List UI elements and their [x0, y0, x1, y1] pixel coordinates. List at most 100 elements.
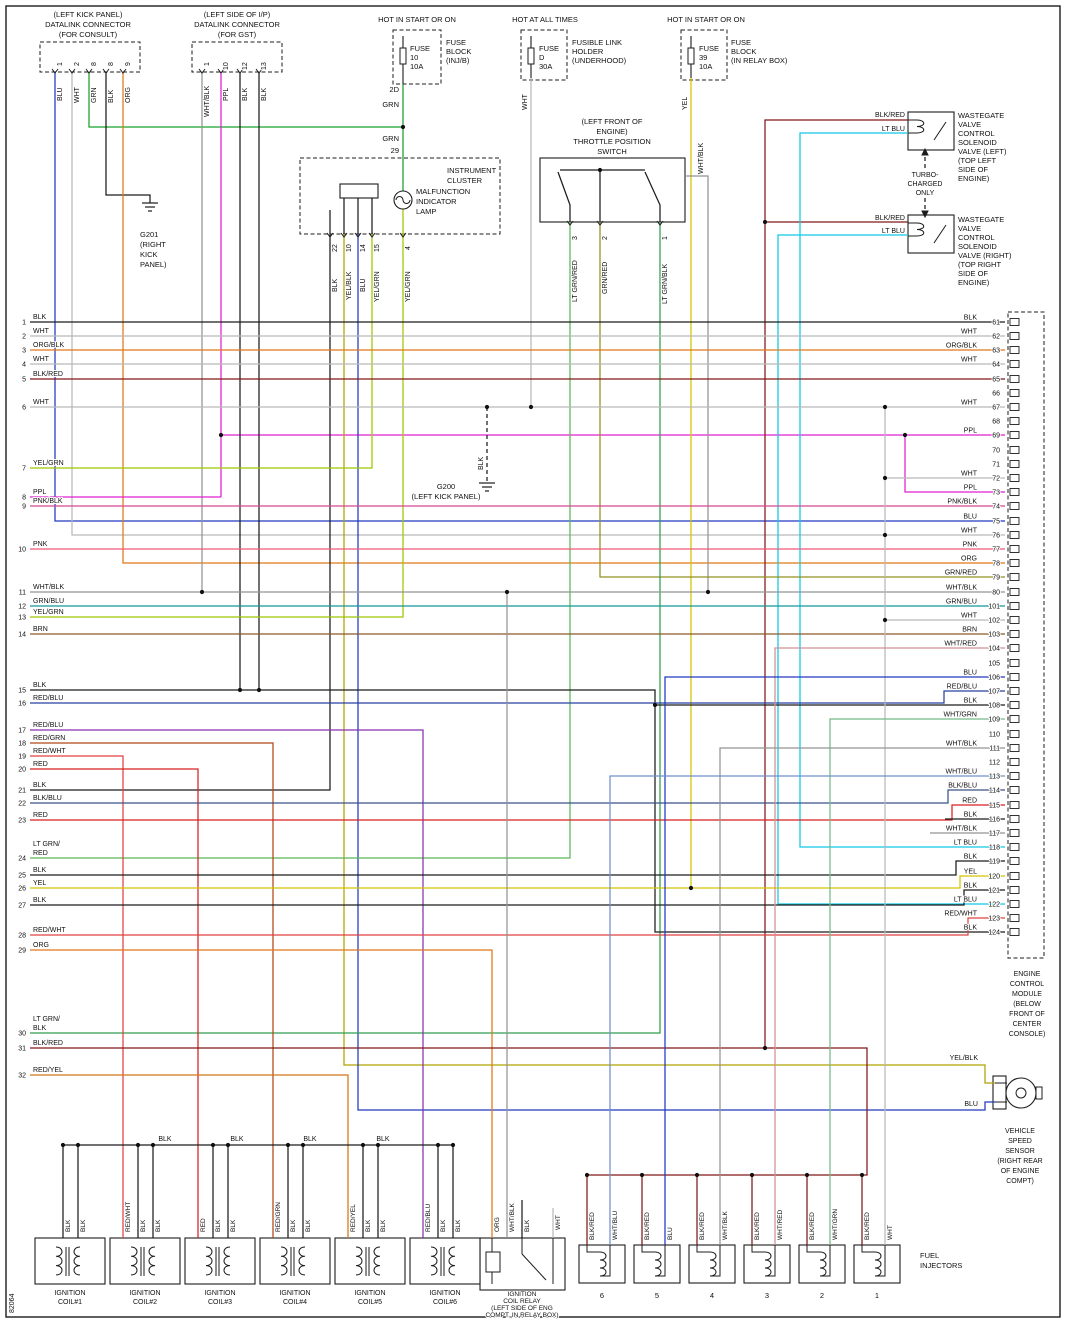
solenoid-icon [933, 121, 947, 141]
pin-number: 15 [18, 688, 26, 695]
diagram-label: OF ENGINE [1001, 1168, 1040, 1175]
ecm-pin-number: 109 [988, 717, 1000, 724]
wire-color-label: RED [33, 850, 48, 857]
diagram-label: WHT [555, 1215, 562, 1230]
wire-color-label: WHT/BLK [946, 741, 977, 748]
junction-dot [237, 687, 243, 693]
connector-chevron [354, 232, 362, 238]
ecm-pin-number: 101 [988, 604, 1000, 611]
diagram-label: IGNITION [354, 1290, 385, 1297]
diagram-label: FRONT OF [1009, 1011, 1045, 1018]
wire-color-label: RED/GRN [33, 735, 65, 742]
diagram-label: BLK [305, 1219, 312, 1232]
ecm-pin-number: 78 [992, 561, 1000, 568]
ecm-pin [1009, 857, 1020, 865]
wire-color-label: BLK [964, 812, 978, 819]
wire-color-label: BLK [33, 897, 47, 904]
fuse-icon [687, 47, 695, 65]
junction-dot [859, 1172, 865, 1178]
wire-color-label: WHT [33, 328, 50, 335]
wire-color-label: GRN/BLU [33, 598, 64, 605]
wire-color-label: WHT [961, 357, 978, 364]
diagram-label: BLK/RED [699, 1212, 706, 1240]
ignition-coil-icon [223, 1246, 231, 1276]
ecm-pin [1009, 346, 1020, 354]
component-box [109, 1237, 181, 1285]
ecm-pin-number: 111 [989, 746, 1000, 753]
wire [777, 234, 1005, 905]
junction-dot [218, 432, 224, 438]
diagram-label: CENTER [1013, 1021, 1042, 1028]
ecm-pin-number: 72 [992, 476, 1000, 483]
diagram-label: VALVE (LEFT) [958, 147, 1007, 156]
component-box [39, 41, 141, 73]
junction-dot [528, 404, 534, 410]
wire [557, 171, 571, 222]
wire [30, 729, 424, 1238]
ecm-pin [1009, 488, 1020, 496]
diagram-label: 30A [539, 62, 552, 71]
junction-dot [504, 589, 510, 595]
diagram-label: THROTTLE POSITION [573, 137, 651, 146]
wire-color-label: YEL/GRN [33, 609, 64, 616]
diagram-label: WHT/BLK [698, 143, 705, 174]
ecm-pin-number: 116 [989, 817, 1000, 824]
diagram-label: (RIGHT REAR [997, 1158, 1042, 1165]
ignition-coil-icon [298, 1246, 306, 1276]
wire-color-label: YEL/GRN [33, 460, 64, 467]
diagram-label: 2 [74, 62, 81, 66]
ecm-pin-number: 102 [988, 618, 1000, 625]
wire-color-label: ORG/BLK [33, 342, 64, 349]
diagram-label: FUSE [699, 44, 719, 53]
vehicle-speed-sensor-icon [1035, 1086, 1043, 1100]
connector-chevron [326, 232, 334, 238]
component-box [191, 41, 283, 73]
component-box [680, 29, 728, 81]
pin-number: 16 [18, 701, 26, 708]
wire [30, 234, 331, 791]
diagram-label: FUSE [446, 38, 466, 47]
diagram-label: RED/WHT [125, 1202, 132, 1232]
diagram-label: BLK [290, 1219, 297, 1232]
pin-number: 18 [18, 741, 26, 748]
diagram-label: G201 [140, 230, 158, 239]
ecm-pin-number: 113 [989, 774, 1000, 781]
connector-chevron [368, 232, 376, 238]
pin-number: 31 [18, 1046, 26, 1053]
ecm-pin [1009, 474, 1020, 482]
ecm-pin [1009, 531, 1020, 539]
diagram-label: FUSE [410, 44, 430, 53]
ecm-pin [1009, 758, 1020, 766]
diagram-label: SOLENOID [958, 242, 997, 251]
wire-color-label: BLK [33, 1025, 47, 1032]
junction-dot [882, 475, 888, 481]
wire [30, 689, 1005, 933]
diagram-label: BLK [261, 87, 268, 101]
wire-color-label: GRN/RED [945, 570, 977, 577]
connector-chevron [119, 68, 127, 74]
wire-color-label: PPL [964, 428, 977, 435]
diagram-label: BLK/RED [644, 1212, 651, 1240]
ecm-pin-number: 61 [992, 320, 1000, 327]
ecm-pin [1009, 914, 1020, 922]
diagram-label: (RIGHT [140, 240, 166, 249]
diagram-label: BLK [65, 1219, 72, 1232]
diagram-label: WHT [522, 93, 529, 110]
diagram-label: 10A [410, 62, 423, 71]
diagram-label: 22 [332, 244, 339, 252]
injector-icon [599, 1251, 607, 1277]
wire-color-label: BLK [964, 925, 978, 932]
diagram-label: (LEFT SIDE OF ENG [491, 1305, 553, 1312]
junction-dot [199, 589, 205, 595]
junction-dot [694, 1172, 700, 1178]
ecm-pin-number: 74 [992, 504, 1000, 511]
ignition-coil-icon [448, 1246, 456, 1276]
ecm-pin-number: 67 [992, 405, 1000, 412]
ecm-pin [1009, 900, 1020, 908]
ecm-pin-number: 112 [989, 760, 1000, 767]
wire-color-label: WHT/BLK [946, 826, 977, 833]
diagram-label: COIL#4 [283, 1299, 307, 1306]
junction-dot [652, 702, 658, 708]
diagram-label: BLU [57, 87, 64, 101]
wire [30, 949, 493, 1238]
